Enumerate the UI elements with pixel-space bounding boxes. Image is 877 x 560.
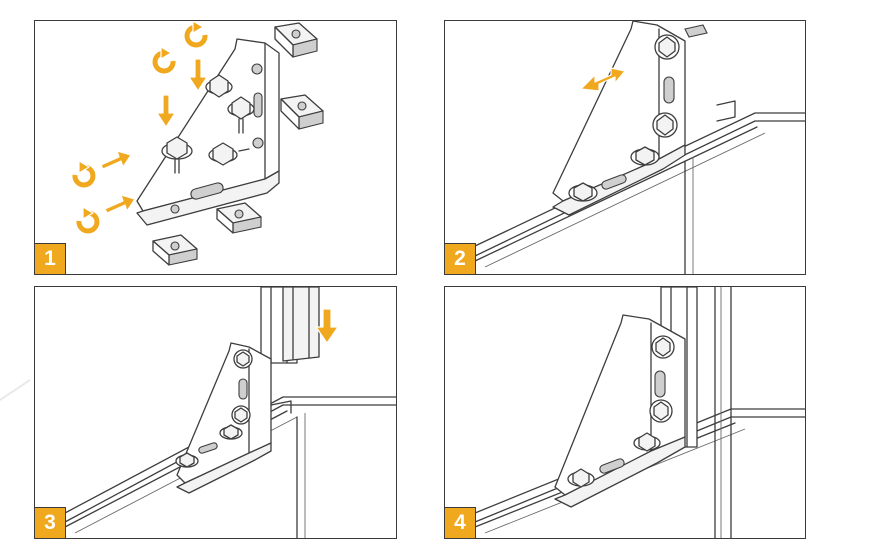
step-number-badge: 4: [445, 507, 476, 538]
bolt-icon: [205, 74, 233, 98]
bolt-icon: [175, 452, 199, 468]
step-number-badge: 1: [35, 243, 66, 274]
bolt-icon: [208, 142, 250, 166]
bolt-icon: [233, 349, 253, 369]
bolt-icon: [633, 432, 661, 452]
bolt-icon: [651, 335, 675, 359]
bolt-icon: [568, 182, 598, 202]
rotate-icon: [184, 21, 208, 48]
step-3-illustration: [64, 287, 396, 538]
arrow-right-icon: [100, 150, 132, 170]
t-nut-icon: [216, 202, 262, 234]
step-panel-2: 2: [444, 20, 806, 275]
step-panel-1: 1: [34, 20, 397, 275]
rotate-icon: [72, 160, 96, 188]
step-4-illustration: [474, 287, 805, 538]
arrow-down-icon: [315, 308, 339, 344]
t-nut-icon: [280, 94, 324, 130]
arrow-down-icon: [156, 94, 176, 128]
step-1-illustration: [72, 21, 324, 266]
rotate-icon: [76, 206, 100, 234]
bolt-icon: [219, 424, 243, 440]
bolt-icon: [231, 405, 251, 425]
step-2-illustration: [474, 21, 805, 274]
t-nut-icon: [274, 22, 318, 58]
bolt-icon: [652, 112, 678, 138]
arrow-right-icon: [104, 194, 136, 214]
rotate-icon: [152, 46, 176, 74]
arrow-down-icon: [188, 58, 208, 92]
bolt-icon: [649, 399, 673, 423]
t-nut-icon: [152, 234, 198, 266]
double-arrow-icon: [580, 67, 626, 92]
bolt-icon: [630, 146, 660, 166]
bolt-icon: [161, 136, 193, 174]
step-panel-3: 3: [34, 286, 397, 539]
step-number-badge: 2: [445, 243, 476, 274]
step-panel-4: 4: [444, 286, 806, 539]
bolt-icon: [227, 96, 255, 134]
bolt-icon: [567, 468, 595, 488]
step-number-badge: 3: [35, 507, 66, 538]
bolt-icon: [654, 34, 680, 60]
